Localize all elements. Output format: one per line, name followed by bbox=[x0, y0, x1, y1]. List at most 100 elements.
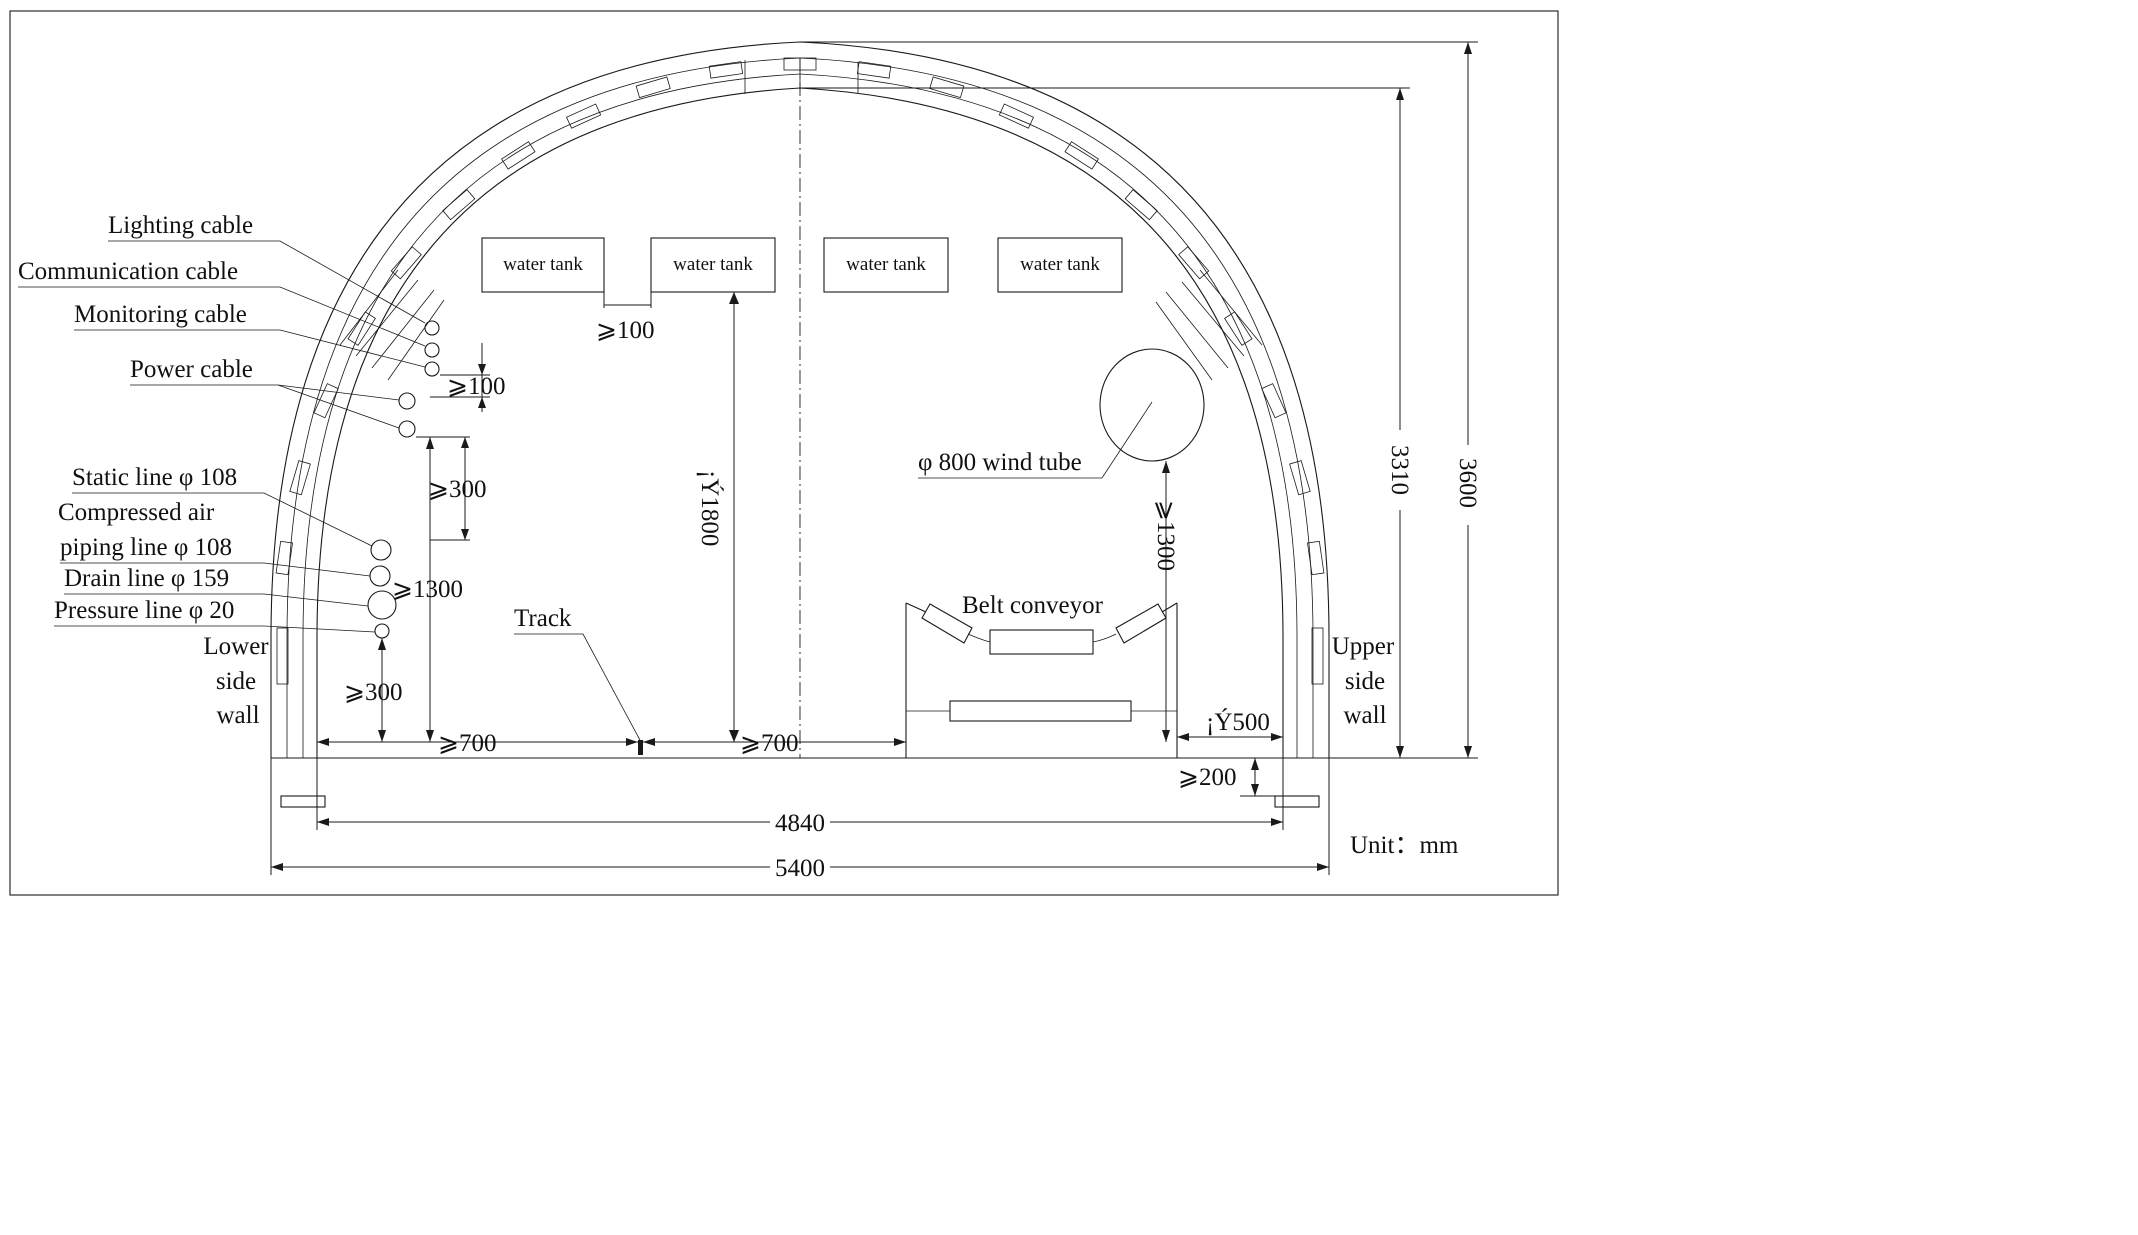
lagging-block bbox=[313, 383, 339, 419]
lagging-block bbox=[1261, 383, 1287, 419]
lagging-block bbox=[635, 76, 671, 99]
tank-height-dimension: ¡Ý1800 bbox=[696, 292, 739, 742]
right-foot-plate bbox=[1274, 795, 1320, 808]
lagging-block bbox=[1289, 460, 1311, 496]
diagram-canvas: water tank water tank water tank water t… bbox=[9, 10, 1559, 896]
communication-cable-circle bbox=[424, 342, 440, 358]
unit-label: Unit：mm bbox=[1350, 832, 1459, 859]
tunnel-arch bbox=[270, 41, 1330, 808]
wind-tube-label: φ 800 wind tube bbox=[918, 449, 1082, 476]
left-clearance-label: ⩾700 bbox=[438, 730, 496, 757]
cable-gap-label: ⩾100 bbox=[447, 373, 505, 400]
outer-height-label: 3600 bbox=[1454, 458, 1481, 508]
right-wall-plate bbox=[1311, 627, 1324, 685]
pipe-height-label: ⩾1300 bbox=[392, 576, 463, 603]
left-foot-plate bbox=[280, 795, 326, 808]
lower-wall-label-2: side bbox=[216, 668, 256, 695]
lagging-block bbox=[1224, 311, 1253, 346]
water-tank-2-label: water tank bbox=[673, 254, 753, 275]
water-tanks: water tank water tank water tank water t… bbox=[481, 237, 1123, 293]
lagging-block bbox=[275, 540, 293, 576]
floor-depth-dimension: ⩾200 bbox=[1178, 758, 1275, 797]
compressed-air-label-line2: piping line φ 108 bbox=[60, 534, 232, 561]
lagging-block bbox=[1124, 189, 1158, 221]
lower-wall-label-3: wall bbox=[216, 702, 259, 729]
static-line-label: Static line φ 108 bbox=[72, 464, 237, 491]
return-roller bbox=[949, 700, 1132, 722]
lagging-block bbox=[390, 246, 422, 280]
conveyor-wall-gap: ¡Ý500 bbox=[1177, 708, 1283, 741]
left-cable-hangers bbox=[339, 269, 445, 381]
belt-conveyor-group: Belt conveyor bbox=[905, 592, 1178, 758]
water-tank-4 bbox=[997, 237, 1123, 293]
drain-line-label: Drain line φ 159 bbox=[64, 565, 229, 592]
right-hangers bbox=[1155, 269, 1263, 381]
compressed-air-circle bbox=[369, 565, 391, 587]
lagging-block bbox=[998, 103, 1034, 129]
lagging-block bbox=[1307, 540, 1325, 576]
left-idler-roller bbox=[921, 603, 973, 644]
lagging-block bbox=[856, 61, 892, 79]
support-inner-line bbox=[302, 73, 1298, 758]
upper-wall-label-1: Upper bbox=[1332, 633, 1395, 660]
upper-wall-label-2: side bbox=[1345, 668, 1385, 695]
lagging-block bbox=[442, 189, 476, 221]
height-dimensions: 3310 3600 bbox=[800, 41, 1481, 759]
wind-tube-circle bbox=[1099, 348, 1205, 462]
outer-width-label: 5400 bbox=[775, 855, 825, 882]
right-idler-roller bbox=[1115, 603, 1167, 644]
tank-gap-dimension: ⩾100 bbox=[596, 292, 654, 344]
water-tank-2 bbox=[650, 237, 776, 293]
water-tank-3 bbox=[823, 237, 949, 293]
wind-tube-height-label: ⩾1300 bbox=[1152, 500, 1179, 571]
lagging-block bbox=[708, 61, 744, 79]
lagging-block bbox=[1064, 141, 1099, 170]
center-idler-roller bbox=[989, 629, 1094, 655]
pressure-line-label: Pressure line φ 20 bbox=[54, 597, 234, 624]
drawing-frame bbox=[9, 10, 1559, 896]
pipe-bottom-label: ⩾300 bbox=[344, 679, 402, 706]
power-cable-circle-1 bbox=[398, 392, 416, 410]
belt-conveyor-label: Belt conveyor bbox=[962, 592, 1104, 619]
crown-brackets bbox=[744, 58, 859, 94]
tunnel-cross-section-diagram: water tank water tank water tank water t… bbox=[9, 10, 1559, 896]
monitoring-cable-label: Monitoring cable bbox=[74, 301, 247, 328]
water-tank-3-label: water tank bbox=[846, 254, 926, 275]
track-clearance-label: ⩾700 bbox=[740, 730, 798, 757]
lagging-block bbox=[929, 76, 965, 99]
lagging-block bbox=[501, 141, 536, 170]
floor-depth-label: ⩾200 bbox=[1178, 764, 1236, 791]
arch-lagging-blocks bbox=[275, 57, 1325, 576]
pressure-line-circle bbox=[374, 623, 390, 639]
power-to-pipe-label: ⩾300 bbox=[428, 476, 486, 503]
water-tank-1-label: water tank bbox=[503, 254, 583, 275]
lagging-block bbox=[347, 311, 376, 346]
pipes-group: Static line φ 108 Compressed air piping … bbox=[54, 464, 402, 742]
lagging-block bbox=[289, 460, 311, 496]
floor-clearance-dimensions: ⩾700 ⩾700 bbox=[317, 730, 906, 757]
cables-group: Lighting cable Communication cable Monit… bbox=[18, 212, 505, 742]
track-label: Track bbox=[514, 605, 572, 632]
track-group: Track bbox=[514, 605, 643, 755]
tank-gap-label: ⩾100 bbox=[596, 317, 654, 344]
wind-tube-group: φ 800 wind tube ⩾1300 bbox=[918, 348, 1205, 742]
upper-wall-label-3: wall bbox=[1343, 702, 1386, 729]
monitoring-cable-circle bbox=[424, 361, 440, 377]
lighting-cable-label: Lighting cable bbox=[108, 212, 253, 239]
power-cable-label: Power cable bbox=[130, 356, 253, 383]
communication-cable-label: Communication cable bbox=[18, 258, 238, 285]
static-line-circle bbox=[370, 539, 392, 561]
power-cable-circle-2 bbox=[398, 420, 416, 438]
lighting-cable-circle bbox=[424, 320, 440, 336]
width-dimensions: 4840 5400 bbox=[270, 758, 1330, 882]
inner-height-label: 3310 bbox=[1386, 445, 1413, 495]
water-tank-1 bbox=[481, 237, 605, 293]
lower-wall-label-1: Lower bbox=[203, 633, 269, 660]
water-tank-4-label: water tank bbox=[1020, 254, 1100, 275]
left-wall-plate bbox=[276, 627, 289, 685]
drain-line-circle bbox=[367, 590, 397, 620]
lagging-block bbox=[566, 103, 602, 129]
wall-labels: Lower side wall Upper side wall bbox=[203, 627, 1395, 729]
compressed-air-label-line1: Compressed air bbox=[58, 499, 215, 526]
inner-width-label: 4840 bbox=[775, 810, 825, 837]
